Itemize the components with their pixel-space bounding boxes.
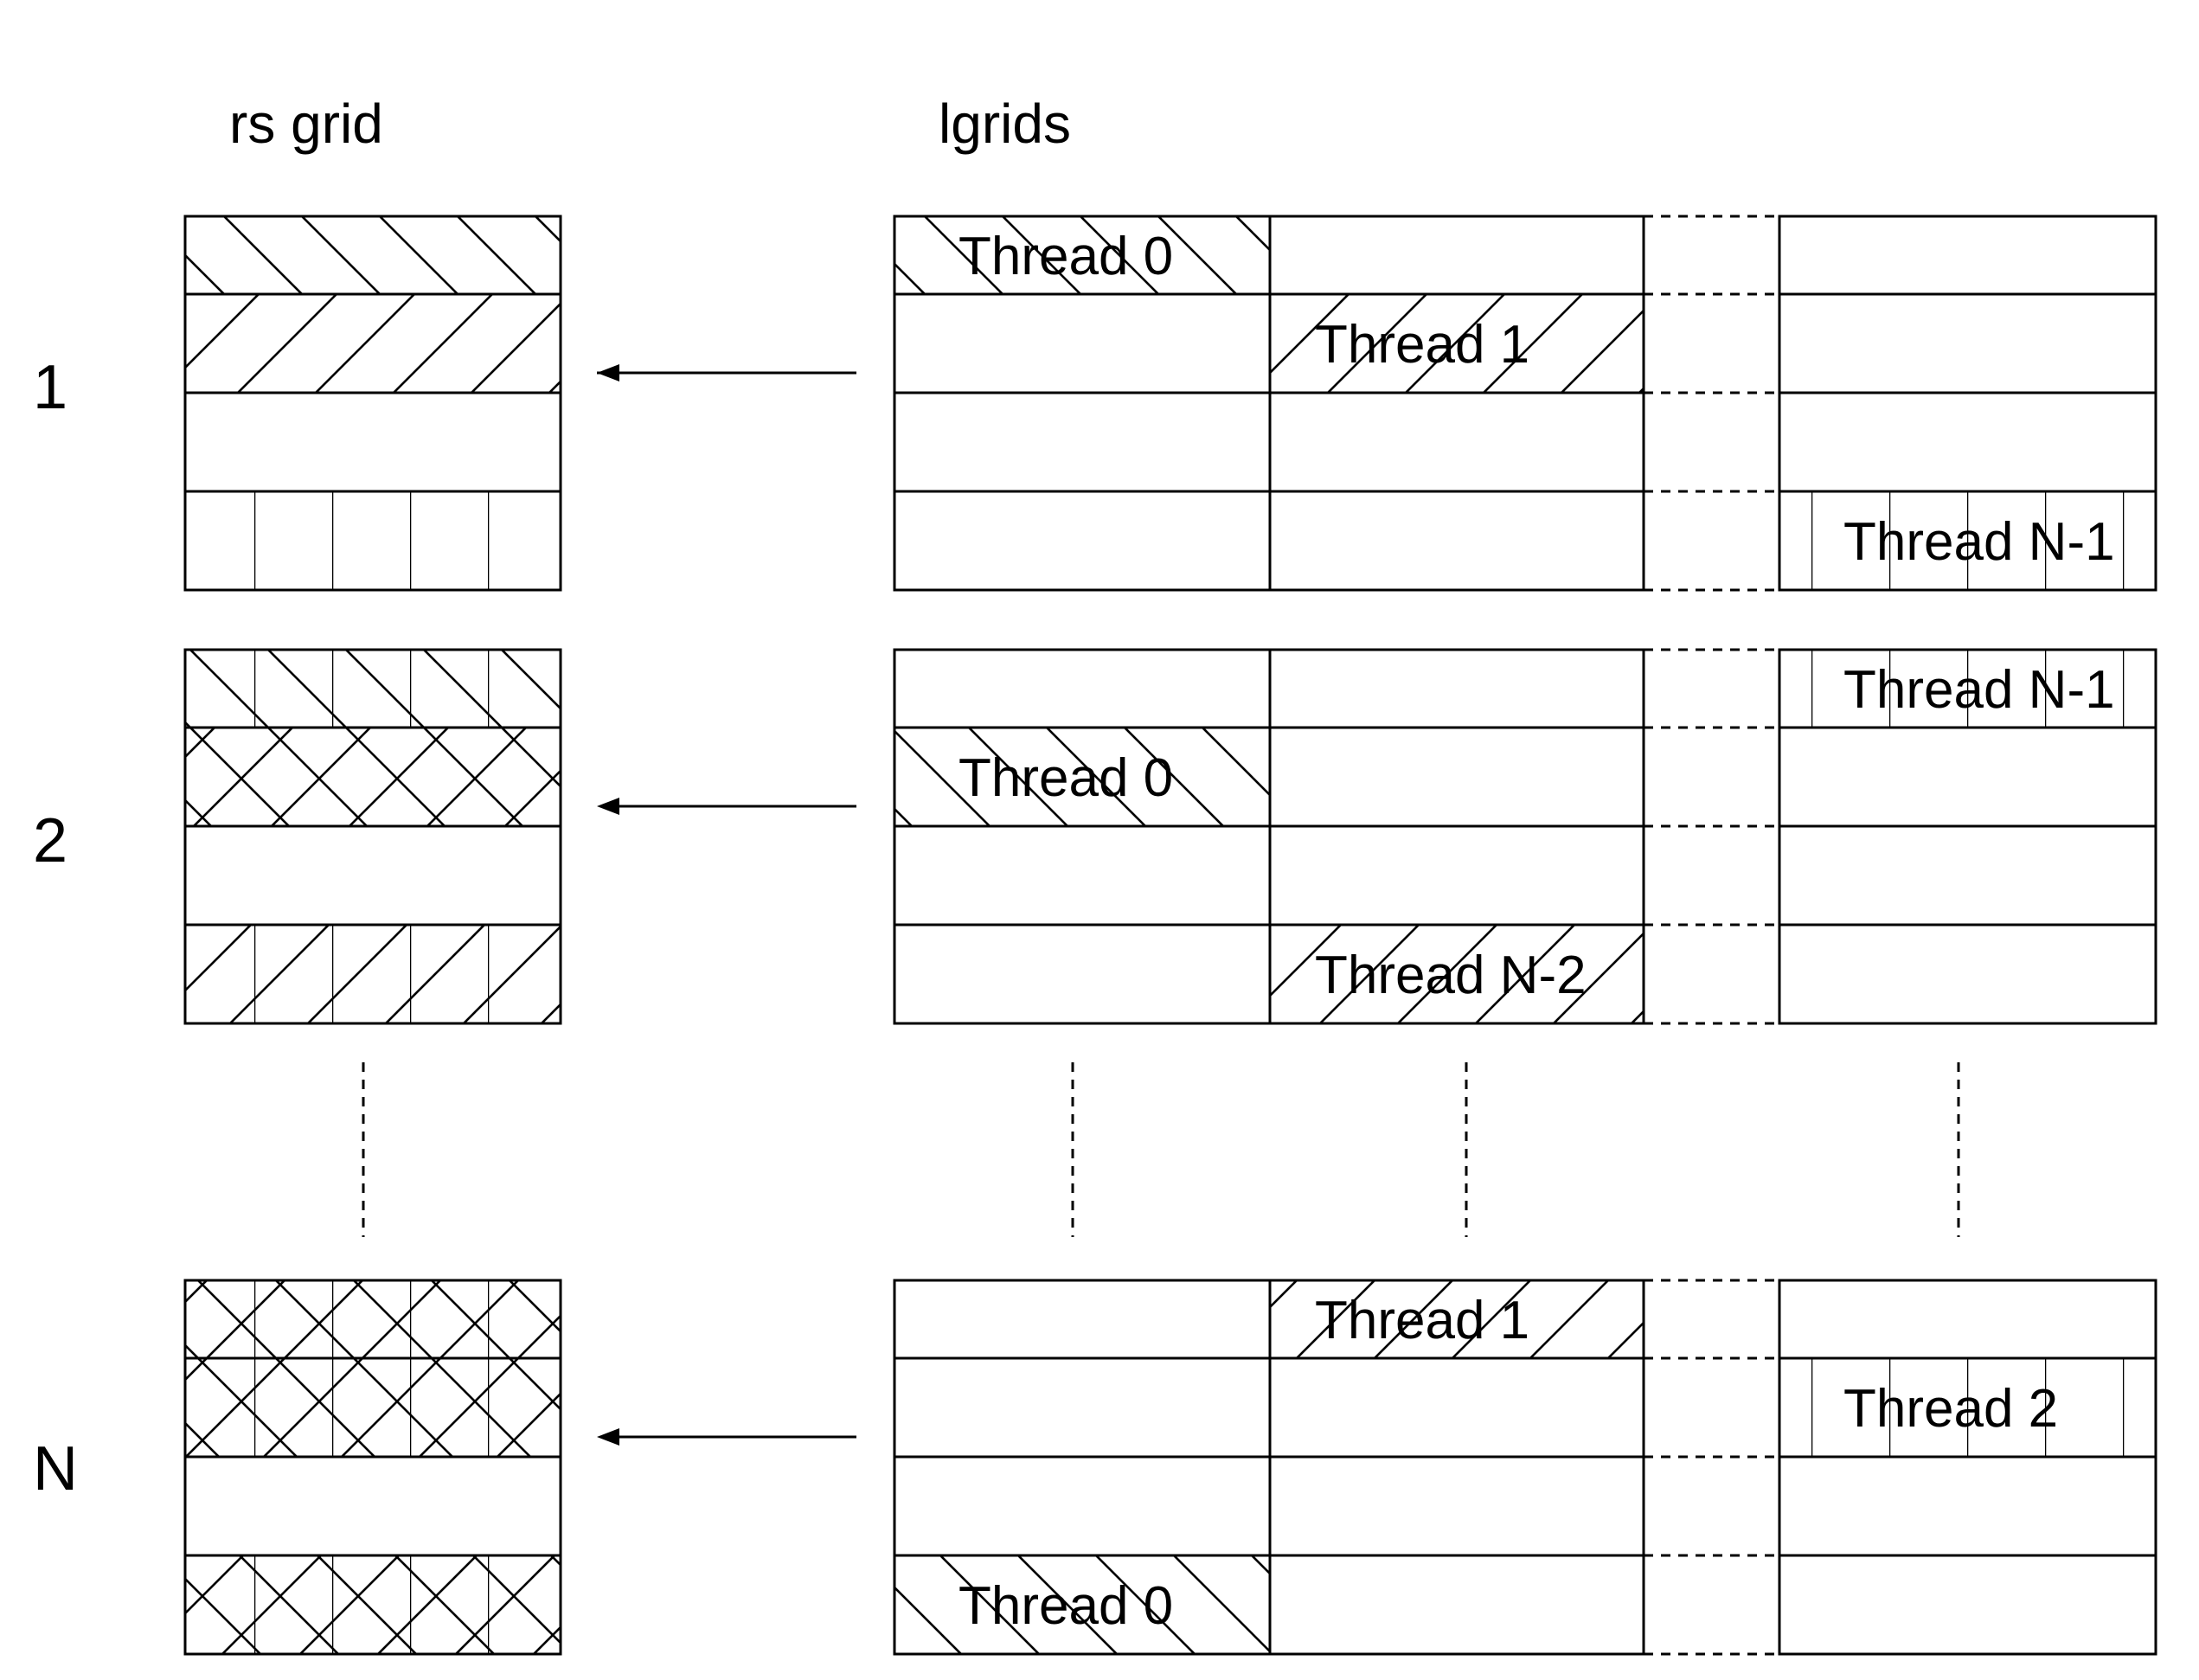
rs-grid-border bbox=[183, 1279, 562, 1656]
rs-cell-2-1-hatch-fwd bbox=[185, 728, 561, 826]
thread-label: Thread N-1 bbox=[1843, 660, 2115, 720]
lgrids-1: Thread 0 Thread 1 Thread N-1 bbox=[893, 215, 2157, 592]
thread-cell-1-1-hatch-fwd bbox=[1270, 294, 1644, 393]
arrow-2 bbox=[597, 798, 856, 815]
rs-cell-N-0-hatch-fwd bbox=[185, 1280, 561, 1358]
row-label-2: 2 bbox=[33, 806, 67, 875]
thread-label: Thread 2 bbox=[1843, 1379, 2058, 1439]
ellipsis-dashes bbox=[362, 1062, 1960, 1237]
thread-cell-2-0-hatch-vert bbox=[1779, 650, 2156, 728]
row-group-N: N Thread 1 Thread 2 Thread 0 bbox=[33, 1279, 2157, 1656]
arrow-N bbox=[597, 1428, 856, 1446]
rs-grid-1 bbox=[183, 215, 562, 592]
row-group-1: 1 Thread 0 Thread 1 Thread N-1 bbox=[33, 215, 2157, 592]
row-label-1: 1 bbox=[33, 353, 67, 422]
thread-label: Thread 0 bbox=[958, 748, 1173, 808]
thread-cell-2-1-hatch-back bbox=[894, 728, 1270, 826]
rs-grid-2 bbox=[183, 648, 562, 1025]
rs-cell-1-3-hatch-vert bbox=[185, 491, 561, 590]
thread-cell-1-2-hatch-vert bbox=[1779, 491, 2156, 590]
rs-grid-N bbox=[183, 1279, 562, 1656]
rs-cell-N-3-hatch-fwd bbox=[185, 1555, 561, 1654]
lgrids-header: lgrids bbox=[939, 93, 1071, 155]
thread-label: Thread 0 bbox=[958, 1576, 1173, 1636]
rs-grid-header: rs grid bbox=[229, 93, 383, 155]
rs-cell-N-1-hatch-fwd bbox=[185, 1358, 561, 1457]
thread-label: Thread 1 bbox=[1315, 315, 1529, 375]
arrow-1 bbox=[597, 364, 856, 382]
rs-cell-1-0-hatch-back bbox=[185, 216, 561, 294]
thread-label: Thread N-2 bbox=[1315, 946, 1587, 1005]
lgrids-N: Thread 1 Thread 2 Thread 0 bbox=[893, 1279, 2157, 1656]
thread-label: Thread 0 bbox=[958, 227, 1173, 286]
rs-cell-2-3-hatch-fwd bbox=[185, 925, 561, 1023]
thread-cell-2-2-hatch-fwd bbox=[1270, 925, 1644, 1023]
lgrid-box bbox=[1778, 648, 2157, 1025]
thread-label: Thread 1 bbox=[1315, 1291, 1529, 1350]
row-label-N: N bbox=[33, 1434, 78, 1504]
rs-grid-border bbox=[183, 215, 562, 592]
rs-cell-1-1-hatch-fwd bbox=[185, 294, 561, 393]
thread-cell-N-2-hatch-back bbox=[894, 1555, 1270, 1654]
lgrid-box bbox=[1778, 215, 2157, 592]
thread-label: Thread N-1 bbox=[1843, 512, 2115, 572]
thread-cell-N-0-hatch-fwd bbox=[1270, 1280, 1644, 1358]
lgrid-box bbox=[1778, 1279, 2157, 1656]
thread-cell-N-1-hatch-vert bbox=[1779, 1358, 2156, 1457]
thread-cell-1-0-hatch-back bbox=[894, 216, 1270, 294]
rs-grid-border bbox=[183, 648, 562, 1025]
rs-cell-2-0-hatch-back bbox=[185, 650, 561, 728]
